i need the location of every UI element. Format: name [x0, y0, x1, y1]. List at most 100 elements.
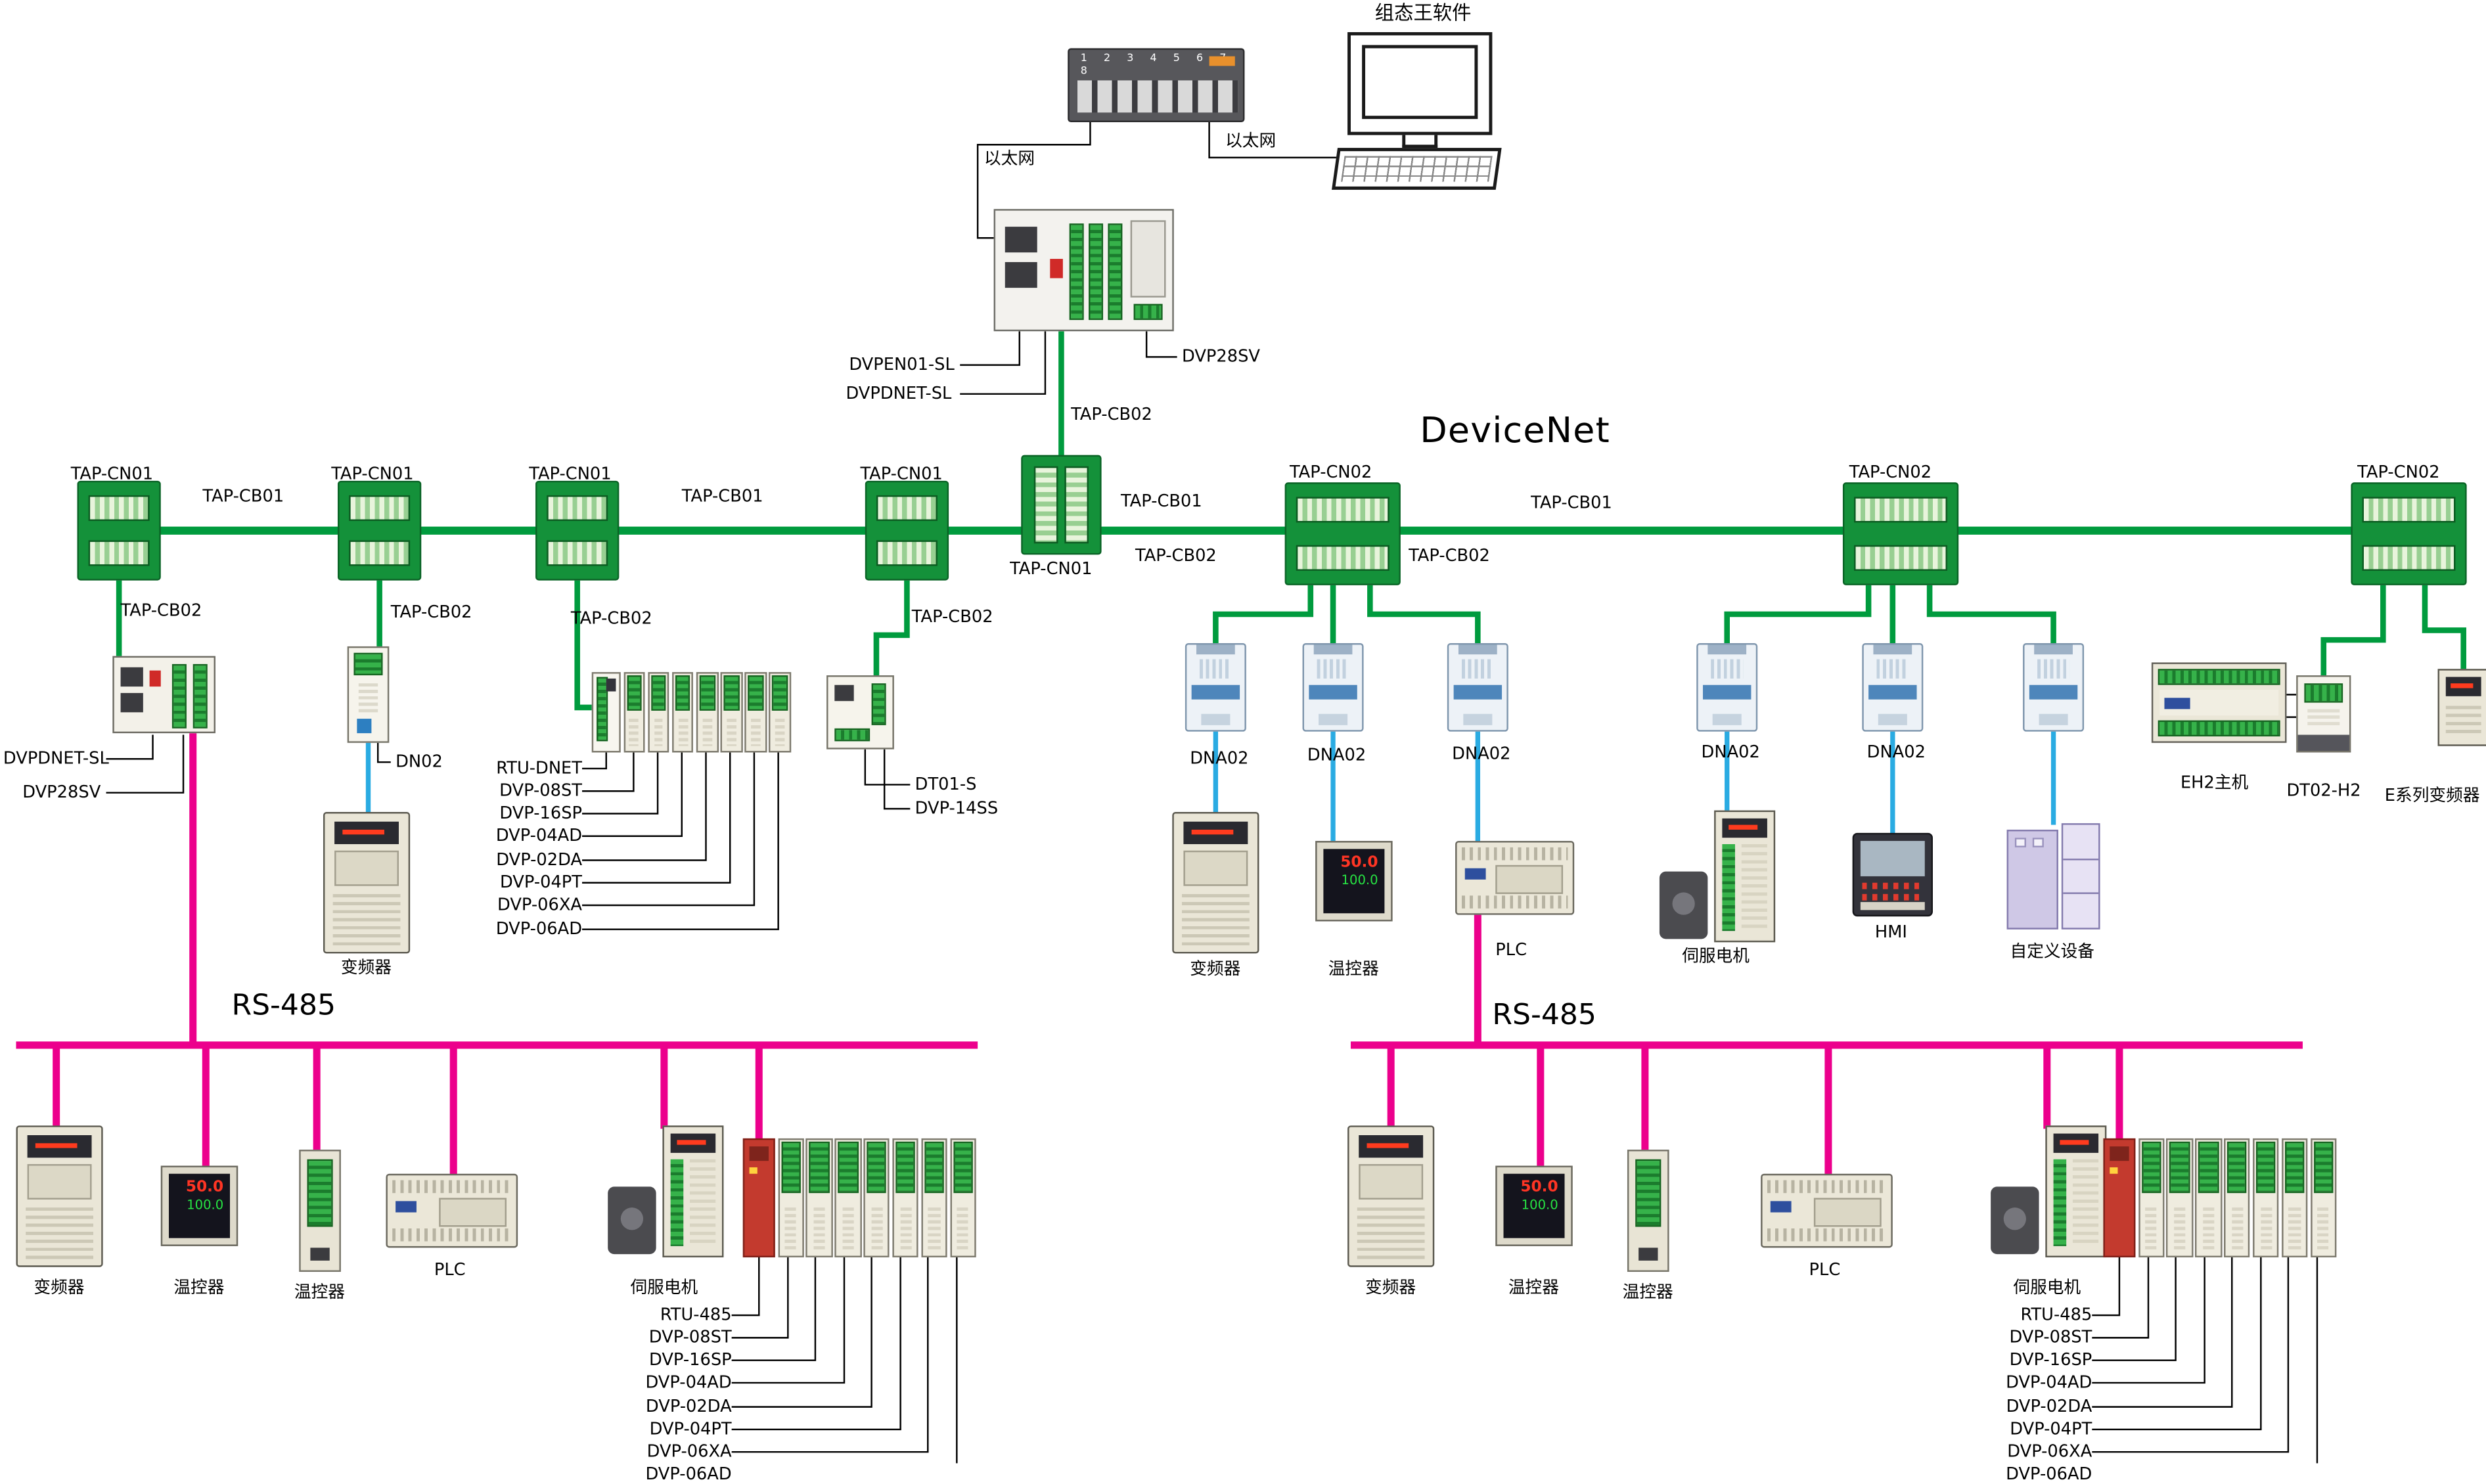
- plc-label: PLC: [1809, 1260, 1841, 1280]
- tap-cn01-label: TAP-CN01: [1010, 559, 1093, 579]
- e-series-inverter-label: E系列变频器: [2384, 786, 2480, 806]
- status-display: [1638, 1248, 1658, 1261]
- main-plc-unit: [993, 209, 1174, 332]
- drive-display: [1722, 818, 1767, 838]
- terminal-block: [953, 1141, 973, 1194]
- temp-controller-module: [1627, 1150, 1669, 1272]
- terminal-block: [2169, 1141, 2190, 1194]
- controller-face: 50.0 100.0: [1503, 1173, 1565, 1238]
- label-band: [2029, 685, 2078, 700]
- led-digits: [35, 1143, 78, 1148]
- terminal-block: [772, 675, 788, 710]
- panel-divider: [2063, 859, 2099, 861]
- plc-unit: [1761, 1173, 1893, 1248]
- vent-slots: [1317, 659, 1349, 679]
- led-digits: [1367, 1143, 1409, 1148]
- devicenet-drop-lines: [116, 331, 2467, 711]
- terminal-row: [2362, 497, 2456, 523]
- dvpdnet-sl-label: DVPDNET-SL: [846, 384, 952, 404]
- temp-controller: 50.0 100.0: [160, 1165, 238, 1246]
- button-row: [1862, 882, 1924, 889]
- dt02h2-label: DT02-H2: [2286, 781, 2361, 801]
- black-callout-lines: [106, 122, 2318, 1464]
- terminal-block: [2198, 1141, 2219, 1194]
- dna02-label: DNA02: [1701, 742, 1760, 763]
- servo-set: [608, 1125, 724, 1258]
- inverter-drive: [323, 812, 411, 954]
- tap-cb02-label: TAP-CB02: [390, 602, 472, 623]
- tap-cb01-label: TAP-CB01: [202, 487, 284, 506]
- servo-set: [1991, 1125, 2107, 1258]
- tap-cn02-label: TAP-CN02: [2357, 462, 2440, 483]
- terminal-block: [2227, 1141, 2248, 1194]
- terminal-strip: [171, 663, 187, 729]
- led-digits: [1729, 824, 1758, 830]
- io-module: [834, 1138, 861, 1258]
- terminal-block: [1635, 1159, 1661, 1227]
- status-display: [606, 678, 616, 692]
- rtu-dnet-module: [591, 672, 621, 753]
- tap-cb02-label: TAP-CB02: [570, 609, 652, 629]
- led-digits: [342, 829, 384, 835]
- dip-switch: [749, 1146, 769, 1161]
- rtu-dnet-module-label: DVP-02DA: [496, 850, 583, 870]
- vent-slots: [727, 718, 736, 746]
- module-window: [120, 667, 143, 687]
- vent-slots: [842, 1207, 854, 1249]
- controller-face: 50.0 100.0: [168, 1173, 231, 1238]
- terminal-block: [699, 675, 715, 710]
- temp-controller: 50.0 100.0: [1315, 841, 1393, 922]
- vent-slots: [957, 1207, 969, 1249]
- tap-cb02-label: TAP-CB02: [1409, 547, 1490, 566]
- controller-face: 50.0 100.0: [1323, 849, 1385, 914]
- module-window: [1005, 227, 1037, 253]
- terminal-strip: [1108, 223, 1123, 321]
- io-module: [806, 1138, 833, 1258]
- io-module: [2252, 1138, 2279, 1258]
- tap-cb01-label: TAP-CB01: [681, 487, 763, 506]
- tap-cb02-label: TAP-CB02: [1135, 547, 1217, 566]
- keyboard-keys: [1340, 156, 1493, 182]
- motor-face: [620, 1207, 644, 1230]
- switch-port-numbers: 1 2 3 4 5 6 7 8: [1080, 51, 1233, 78]
- dvp14ss-label: DVP-14SS: [915, 799, 999, 819]
- io-module: [777, 1138, 804, 1258]
- io-module: [863, 1138, 890, 1258]
- rtu-485-module-label: DVP-16SP: [2009, 1350, 2092, 1370]
- vent-slots: [1199, 659, 1232, 679]
- rtu-485-module-label: DVP-04PT: [649, 1420, 732, 1439]
- label-band: [1868, 685, 1917, 700]
- io-module: [2166, 1138, 2193, 1258]
- pv-display: 50.0: [185, 1179, 224, 1197]
- dna02-label: DNA02: [1452, 744, 1511, 764]
- heatsink: [1357, 1207, 1425, 1259]
- plc-label: PLC: [434, 1260, 466, 1280]
- rtu-485-module: [742, 1138, 775, 1258]
- rtu-485-module-label: DVP-16SP: [648, 1350, 732, 1370]
- e-series-inverter: [2437, 669, 2486, 746]
- software-label: 组态王软件: [1374, 1, 1472, 24]
- terminal-strip: [670, 1159, 684, 1246]
- rtu-485-module-label: DVP-02DA: [645, 1397, 732, 1417]
- io-face: [439, 1198, 507, 1227]
- servo-set: [1659, 810, 1776, 943]
- vent-slots: [775, 718, 785, 746]
- tap-cn01-3: [535, 480, 620, 581]
- inverter-label: 变频器: [1190, 960, 1241, 979]
- io-module: [892, 1138, 919, 1258]
- servo-motor: [1659, 871, 1708, 939]
- inverter-label: 变频器: [340, 958, 392, 978]
- rtu-485-module-label: DVP-06AD: [2006, 1464, 2092, 1484]
- vent-slots: [2174, 1207, 2186, 1249]
- inverter-drive: [1347, 1125, 1435, 1267]
- tap-cn01-5: [1021, 455, 1102, 555]
- status-display: [310, 1248, 330, 1261]
- terminal-strip: [1722, 843, 1735, 932]
- terminal-row: [1854, 545, 1948, 571]
- extension-module: [1130, 220, 1166, 298]
- rs485-bus-lines: [16, 733, 2303, 1177]
- vent-slots: [678, 718, 688, 746]
- device-body: [2006, 829, 2058, 930]
- drive-display: [1359, 1135, 1424, 1158]
